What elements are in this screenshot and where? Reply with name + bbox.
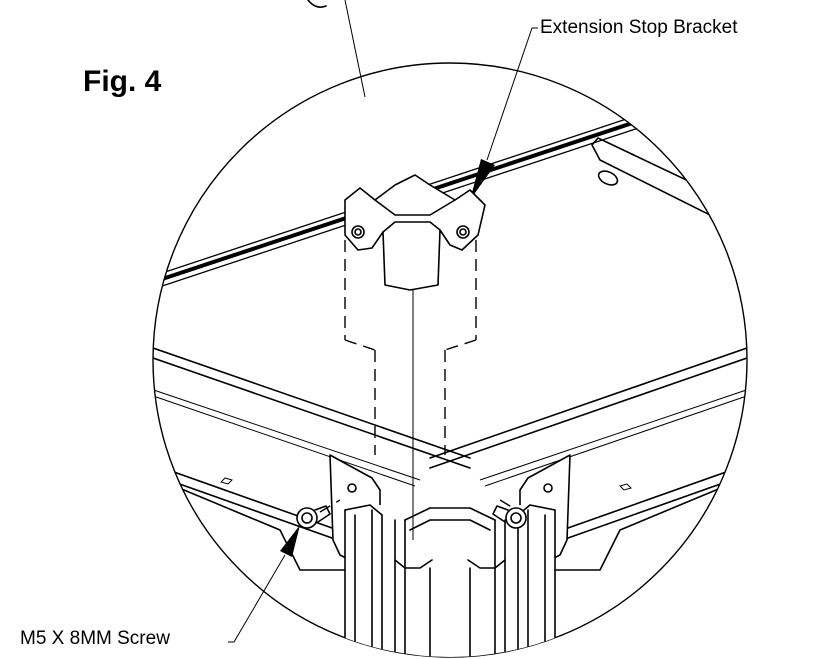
upper-leader-line xyxy=(344,0,366,98)
post-top-inner xyxy=(409,519,491,531)
left-rail-inner xyxy=(153,381,421,481)
screw-leader-arrow xyxy=(280,525,300,557)
right-rail-inner xyxy=(479,381,747,481)
screw-callout-label: M5 X 8MM Screw xyxy=(20,628,170,649)
left-screw-icon xyxy=(296,507,318,529)
right-screw-icon xyxy=(505,507,527,529)
left-plate-hole xyxy=(347,483,357,493)
bracket-callout-label: Extension Stop Bracket xyxy=(540,17,738,38)
hole-mark xyxy=(220,477,233,485)
align-line xyxy=(344,339,376,351)
bracket-hole-left-inner xyxy=(354,228,362,236)
bracket-hole-left xyxy=(351,225,365,239)
right-plate-hole xyxy=(543,483,553,493)
bracket-top-fold xyxy=(374,199,456,216)
post-top-left xyxy=(404,507,496,521)
right-tab xyxy=(591,137,747,241)
align-line xyxy=(444,339,477,351)
upper-part-fragment xyxy=(307,0,327,8)
right-rail-inner-2 xyxy=(484,387,747,487)
left-screw-head xyxy=(301,512,313,524)
bracket-hole-right xyxy=(456,225,470,239)
left-rail-inner-2 xyxy=(153,387,416,487)
detail-contents xyxy=(153,77,747,657)
right-screw-shank xyxy=(492,505,509,523)
extension-stop-bracket xyxy=(344,174,486,291)
bracket-leader-line xyxy=(486,27,538,161)
post-notches xyxy=(394,559,506,569)
figure-label: Fig. 4 xyxy=(83,65,162,98)
right-flange-edge xyxy=(519,479,741,571)
left-screw-shank xyxy=(314,505,331,523)
right-channel-lines xyxy=(494,509,556,657)
bracket-hole-right-inner xyxy=(459,228,467,236)
right-screw-head xyxy=(510,512,522,524)
right-rail-top xyxy=(429,339,747,459)
bracket-fold xyxy=(382,221,441,233)
left-channel-lines xyxy=(344,509,406,657)
hole-mark xyxy=(619,483,632,491)
screw-axis xyxy=(319,499,341,513)
post-backdrop xyxy=(345,505,555,657)
slot-icon xyxy=(597,170,619,186)
bracket-body xyxy=(344,174,486,291)
right-rail-mid xyxy=(429,349,747,469)
left-rail-mid xyxy=(153,349,471,469)
screw-leader-line xyxy=(228,554,286,643)
